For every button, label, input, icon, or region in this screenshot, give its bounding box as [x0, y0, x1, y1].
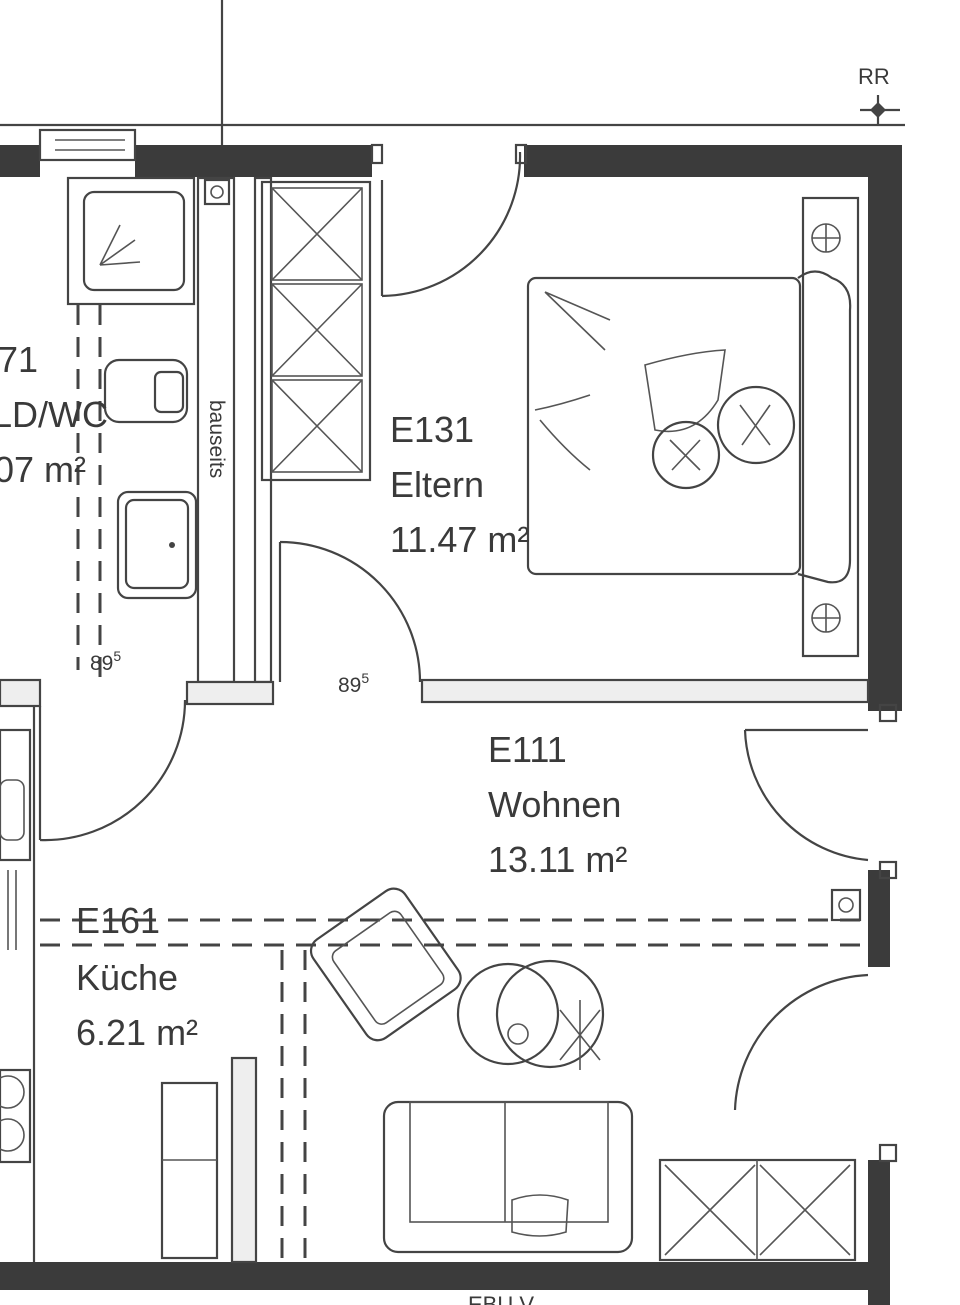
- living-furniture: [309, 887, 862, 1262]
- room-area-wohnen: 13.11 m²: [488, 839, 627, 880]
- wardrobe: [260, 180, 372, 482]
- doors: [38, 143, 898, 1163]
- duct-label: bauseits: [205, 400, 228, 478]
- bed: [526, 196, 860, 658]
- bottom-cut-text: EBU V: [468, 1292, 534, 1305]
- bath-name-partial: LD/WC: [0, 394, 108, 435]
- walls: [0, 0, 905, 1305]
- door-width-bath: 895: [90, 648, 121, 675]
- room-name-kueche: Küche: [76, 957, 178, 998]
- room-area-eltern: 11.47 m²: [390, 519, 529, 560]
- north-marker-label: RR: [858, 64, 890, 89]
- room-name-eltern: Eltern: [390, 464, 484, 505]
- room-name-wohnen: Wohnen: [488, 784, 621, 825]
- kitchen-outline: [40, 918, 860, 1262]
- bath-area-partial: 07 m²: [0, 449, 86, 490]
- kitchen-counter: [0, 728, 219, 1260]
- bath-id-partial: 71: [0, 339, 38, 380]
- door-width-bedroom: 895: [338, 670, 369, 697]
- bathroom-fixtures: [38, 128, 231, 680]
- room-id-e161: E161: [76, 900, 160, 941]
- room-area-kueche: 6.21 m²: [76, 1012, 198, 1053]
- room-id-e111: E111: [488, 729, 567, 770]
- room-id-e131: E131: [390, 409, 474, 450]
- north-marker: [860, 95, 900, 125]
